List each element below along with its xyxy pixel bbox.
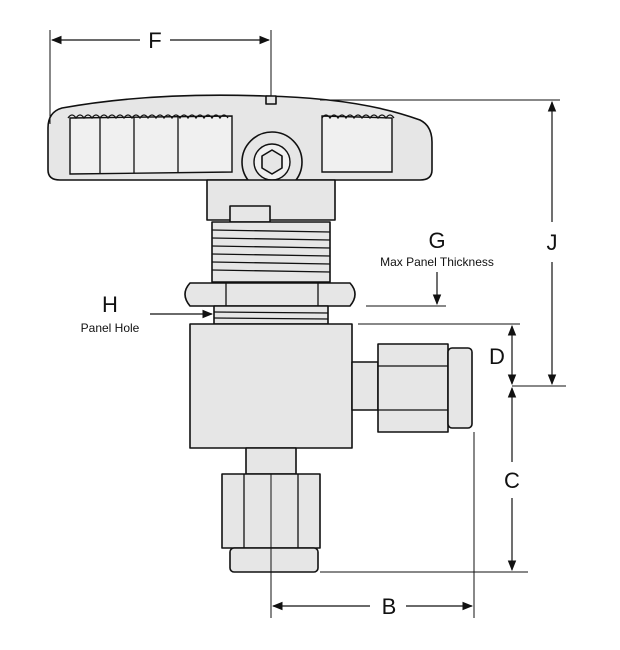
dimension-j-label: J xyxy=(547,230,558,255)
panel-thread xyxy=(211,221,331,283)
dimension-f: F xyxy=(49,28,272,124)
dimension-g: G Max Panel Thickness xyxy=(358,228,520,325)
dimension-c-label: C xyxy=(504,468,520,493)
dimension-c: C xyxy=(320,386,528,573)
dimension-b-label: B xyxy=(382,594,397,619)
lower-thread xyxy=(213,305,329,325)
dimension-j: J xyxy=(320,99,566,387)
handle xyxy=(47,94,433,193)
dimension-g-label: G xyxy=(428,228,445,253)
bonnet xyxy=(206,179,336,223)
dimension-f-label: F xyxy=(148,28,161,53)
dimension-d: D xyxy=(489,324,517,386)
dimension-b: B xyxy=(270,432,475,619)
panel-nut xyxy=(184,282,356,307)
dimension-h-label: H xyxy=(102,292,118,317)
side-fitting xyxy=(351,343,473,433)
dimension-d-label: D xyxy=(489,344,505,369)
valve-body xyxy=(189,323,353,449)
panel-hole-note: Panel Hole xyxy=(81,321,140,335)
max-panel-thickness-note: Max Panel Thickness xyxy=(380,255,494,269)
dimension-h: H Panel Hole xyxy=(81,292,214,335)
